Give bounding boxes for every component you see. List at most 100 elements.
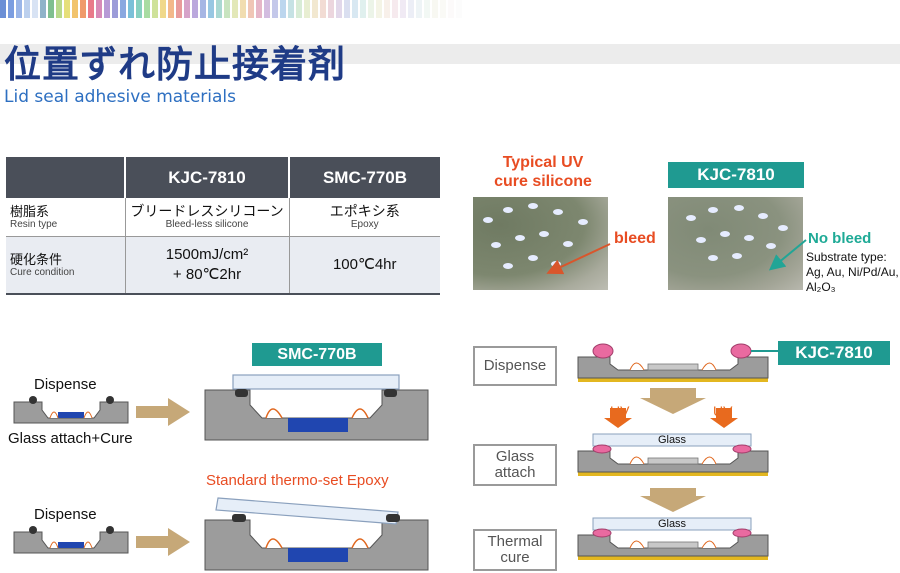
kjc-resin-jp: ブリードレスシリコーン — [130, 202, 284, 219]
stripe — [440, 0, 446, 18]
process-arrow-top-left — [136, 398, 190, 426]
stripe — [136, 0, 142, 18]
stripe — [328, 0, 334, 18]
photo-dot — [778, 225, 788, 231]
photo-dot — [528, 203, 538, 209]
stripe — [128, 0, 134, 18]
bleed-arrow — [546, 243, 611, 275]
stripe — [296, 0, 302, 18]
stripe — [448, 0, 454, 18]
substrate-line2: Ag, Au, Ni/Pd/Au, — [806, 265, 899, 279]
step-glass-attach-box: Glass attach — [473, 444, 557, 486]
kjc-7810-photo — [668, 197, 803, 290]
stripe — [208, 0, 214, 18]
stripe — [16, 0, 22, 18]
stripe — [104, 0, 110, 18]
stripe — [240, 0, 246, 18]
stripe — [192, 0, 198, 18]
step-thermal-cure-line1: Thermal — [487, 533, 543, 550]
smc-resin-cell: エポキシ系 Epoxy — [289, 198, 440, 237]
table-header-empty — [6, 157, 126, 198]
stripe — [24, 0, 30, 18]
table-header-smc: SMC-770B — [289, 157, 440, 198]
page-title: 位置ずれ防止接着剤 — [4, 43, 346, 86]
stripe — [32, 0, 38, 18]
kjc-resin-en: Bleed-less silicone — [165, 218, 249, 230]
stripe — [384, 0, 390, 18]
smc-cure-cell: 100℃4hr — [289, 236, 440, 295]
photo-dot — [708, 207, 718, 213]
stripe — [248, 0, 254, 18]
stripe — [160, 0, 166, 18]
page-subtitle: Lid seal adhesive materials — [4, 87, 237, 107]
smc-resin-en: Epoxy — [350, 218, 379, 230]
stripe — [264, 0, 270, 18]
cure-condition-label-jp: 硬化条件 — [10, 251, 63, 267]
stripe — [432, 0, 438, 18]
kjc-process-tag: KJC-7810 — [778, 341, 890, 365]
resin-type-label-jp: 樹脂系 — [10, 203, 50, 219]
process-arrow-down-2 — [640, 488, 706, 512]
stripe — [352, 0, 358, 18]
stripe — [120, 0, 126, 18]
stripe — [8, 0, 14, 18]
stripe — [216, 0, 222, 18]
stripe — [0, 0, 6, 18]
stripe — [344, 0, 350, 18]
photo-dot — [708, 255, 718, 261]
uv-label-left: UV — [610, 403, 630, 419]
stripe — [360, 0, 366, 18]
stripe — [40, 0, 46, 18]
glass-label-cure: Glass — [657, 518, 687, 530]
small-package-bottom — [13, 526, 129, 554]
stripe — [152, 0, 158, 18]
left-photo-caption-line2: cure silicone — [494, 173, 592, 190]
stripe — [88, 0, 94, 18]
photo-dot — [563, 241, 573, 247]
stripe — [400, 0, 406, 18]
title-band — [0, 44, 900, 64]
stripe — [72, 0, 78, 18]
small-package-top — [13, 396, 129, 424]
substrate-line1: Substrate type: — [806, 250, 887, 264]
left-photo-caption: Typical UV cure silicone — [478, 153, 608, 191]
stripe — [232, 0, 238, 18]
glass-label-attach: Glass — [657, 434, 687, 446]
photo-dot — [578, 219, 588, 225]
glass-attach-cure-label: Glass attach+Cure — [8, 430, 133, 447]
no-bleed-arrow — [768, 239, 807, 271]
kjc-cure-cell: 1500mJ/cm² + 80℃2hr — [125, 236, 290, 295]
left-photo-caption-line1: Typical UV — [502, 154, 584, 171]
process-arrow-bottom-left — [136, 528, 190, 556]
photo-dot — [758, 213, 768, 219]
substrate-line3: Al₂O₃ — [806, 280, 836, 294]
big-package-bottom — [204, 497, 429, 571]
smc-resin-jp: エポキシ系 — [329, 202, 400, 219]
stripe — [184, 0, 190, 18]
photo-dot — [515, 235, 525, 241]
photo-dot — [734, 205, 744, 211]
stripe — [424, 0, 430, 18]
photo-dot — [732, 253, 742, 259]
stripe — [64, 0, 70, 18]
big-package-top — [204, 374, 429, 441]
kjc-cure-line1: 1500mJ/cm² — [165, 246, 249, 263]
dispense-label-top: Dispense — [34, 376, 97, 393]
stripe — [112, 0, 118, 18]
stripe — [224, 0, 230, 18]
photo-dot — [503, 263, 513, 269]
smc-process-tag: SMC-770B — [252, 343, 382, 366]
uv-label-right: UV — [713, 403, 733, 419]
resin-type-label-en: Resin type — [10, 218, 58, 230]
photo-dot — [528, 255, 538, 261]
substrate-note: Substrate type: Ag, Au, Ni/Pd/Au, Al₂O₃ — [806, 250, 899, 295]
table-row: 硬化条件 Cure condition 1500mJ/cm² + 80℃2hr … — [6, 236, 440, 295]
table-header-kjc: KJC-7810 — [125, 157, 290, 198]
stripe — [320, 0, 326, 18]
stripe — [376, 0, 382, 18]
decorative-stripes — [0, 0, 490, 18]
smc-cure-value: 100℃4hr — [332, 256, 397, 273]
stripe — [48, 0, 54, 18]
typical-uv-silicone-photo — [473, 197, 608, 290]
